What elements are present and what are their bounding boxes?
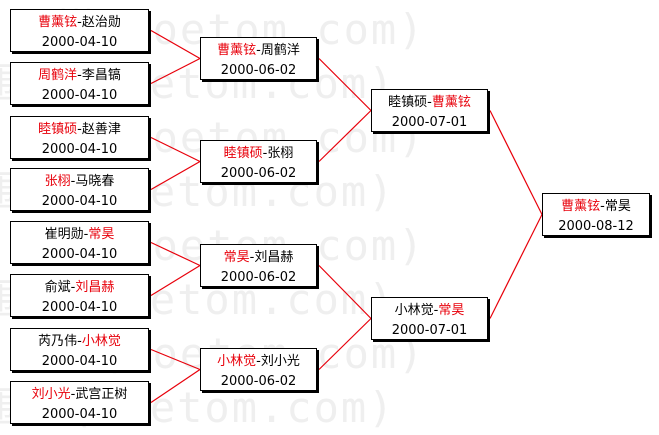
match-players: 崔明勋-常昊 — [44, 227, 115, 242]
match-players: 曹薰铉-周鹤洋 — [217, 43, 300, 58]
player-name: 张栩 — [44, 174, 71, 189]
match-players: 睦镇硕-曹薰铉 — [388, 95, 471, 110]
player-name: 小林觉 — [394, 303, 434, 318]
match-players: 小林觉-常昊 — [394, 303, 465, 318]
connector-line — [150, 348, 201, 371]
match-box: 曹薰铉-周鹤洋 2000-06-02 — [200, 37, 317, 80]
player-name: 睦镇硕 — [38, 122, 78, 137]
connector-line — [489, 214, 543, 319]
player-name: 崔明勋 — [44, 227, 84, 242]
match-box: 崔明勋-常昊 2000-04-10 — [10, 221, 149, 264]
match-date: 2000-04-10 — [41, 88, 118, 103]
player-name: 张栩 — [267, 146, 294, 161]
player-name: 周鹤洋 — [260, 43, 300, 58]
player-name: 李昌镐 — [81, 68, 121, 83]
match-date: 2000-04-10 — [41, 194, 118, 209]
match-box: 小林觉-常昊 2000-07-01 — [371, 297, 488, 340]
player-name: 睦镇硕 — [388, 95, 428, 110]
match-date: 2000-06-02 — [220, 166, 297, 181]
connector-line — [318, 110, 372, 162]
player-name: 刘昌赫 — [254, 250, 294, 265]
match-date: 2000-04-10 — [41, 142, 118, 157]
match-box: 曹薰铉-常昊 2000-08-12 — [542, 193, 650, 236]
player-name: 俞斌 — [44, 280, 71, 295]
connector-line — [318, 265, 372, 319]
match-players: 刘小光-武宫正树 — [31, 387, 128, 402]
player-name: 常昊 — [88, 227, 115, 242]
match-players: 张栩-马晓春 — [44, 174, 115, 189]
player-name: 赵治勋 — [81, 15, 121, 30]
connector-line — [150, 136, 201, 163]
player-name: 刘小光 — [260, 354, 300, 369]
match-box: 睦镇硕-张栩 2000-06-02 — [200, 140, 317, 183]
match-date: 2000-07-01 — [391, 115, 468, 130]
match-box: 常昊-刘昌赫 2000-06-02 — [200, 244, 317, 287]
match-box: 周鹤洋-李昌镐 2000-04-10 — [10, 62, 149, 105]
player-name: 常昊 — [438, 303, 465, 318]
match-date: 2000-08-12 — [558, 219, 634, 234]
connector-line — [150, 160, 201, 191]
match-date: 2000-04-10 — [41, 407, 118, 422]
connector-line — [150, 264, 201, 297]
player-name: 睦镇硕 — [223, 146, 263, 161]
match-players: 曹薰铉-赵治勋 — [38, 15, 121, 30]
connector-line — [150, 369, 201, 403]
player-name: 刘昌赫 — [75, 280, 115, 295]
player-name: 赵善津 — [81, 122, 121, 137]
match-box: 睦镇硕-赵善津 2000-04-10 — [10, 116, 149, 159]
match-players: 周鹤洋-李昌镐 — [38, 68, 121, 83]
connector-line — [150, 57, 201, 85]
match-date: 2000-07-01 — [391, 323, 468, 338]
match-box: 睦镇硕-曹薰铉 2000-07-01 — [371, 89, 488, 132]
match-players: 芮乃伟-小林觉 — [38, 334, 121, 349]
match-players: 睦镇硕-赵善津 — [38, 122, 121, 137]
connector-line — [318, 318, 372, 370]
player-name: 曹薰铉 — [217, 43, 257, 58]
player-name: 常昊 — [604, 199, 631, 214]
player-name: 曹薰铉 — [431, 95, 471, 110]
match-box: 张栩-马晓春 2000-04-10 — [10, 168, 149, 211]
player-name: 曹薰铉 — [38, 15, 78, 30]
player-name: 芮乃伟 — [38, 334, 78, 349]
match-date: 2000-04-10 — [41, 35, 118, 50]
match-players: 常昊-刘昌赫 — [223, 250, 294, 265]
match-date: 2000-06-02 — [220, 374, 297, 389]
match-box: 刘小光-武宫正树 2000-04-10 — [10, 381, 149, 424]
player-name: 刘小光 — [31, 387, 71, 402]
match-players: 小林觉-刘小光 — [217, 354, 300, 369]
player-name: 常昊 — [223, 250, 250, 265]
match-date: 2000-06-02 — [220, 270, 297, 285]
match-box: 芮乃伟-小林觉 2000-04-10 — [10, 328, 149, 371]
connector-line — [318, 58, 372, 111]
player-name: 武宫正树 — [75, 387, 128, 402]
connector-line — [150, 241, 201, 267]
match-players: 俞斌-刘昌赫 — [44, 280, 115, 295]
player-name: 曹薰铉 — [561, 199, 601, 214]
match-date: 2000-04-10 — [41, 247, 118, 262]
player-name: 周鹤洋 — [38, 68, 78, 83]
connector-line — [150, 29, 201, 60]
match-date: 2000-04-10 — [41, 300, 118, 315]
match-box: 曹薰铉-赵治勋 2000-04-10 — [10, 9, 149, 52]
match-box: 小林觉-刘小光 2000-06-02 — [200, 348, 317, 391]
match-players: 曹薰铉-常昊 — [561, 199, 631, 214]
player-name: 小林觉 — [217, 354, 257, 369]
match-players: 睦镇硕-张栩 — [223, 146, 294, 161]
player-name: 小林觉 — [81, 334, 121, 349]
match-date: 2000-06-02 — [220, 63, 297, 78]
match-box: 俞斌-刘昌赫 2000-04-10 — [10, 274, 149, 317]
player-name: 马晓春 — [75, 174, 115, 189]
match-date: 2000-04-10 — [41, 354, 118, 369]
connector-line — [489, 110, 543, 215]
